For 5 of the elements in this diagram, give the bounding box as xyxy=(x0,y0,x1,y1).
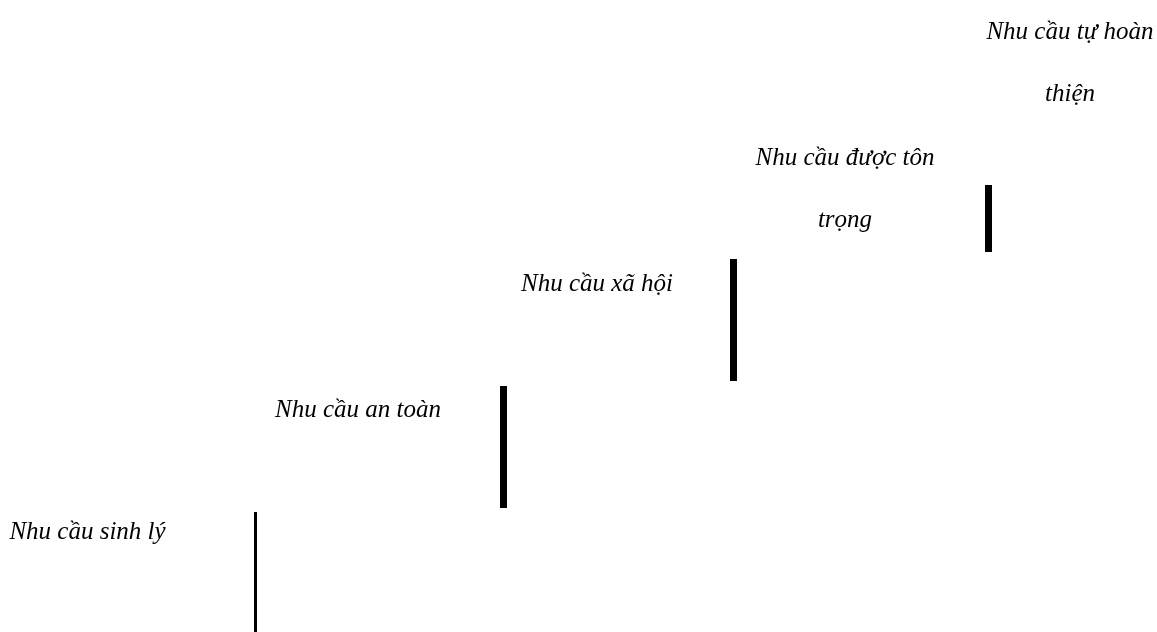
level-label: Nhu cầu sinh lý xyxy=(8,516,167,546)
level-label: Nhu cầu tự hoàn thiện xyxy=(985,16,1155,108)
level-label: Nhu cầu an toàn xyxy=(274,394,442,424)
level-label: Nhu cầu được tôn trọng xyxy=(754,142,936,234)
level-label: Nhu cầu xã hội xyxy=(519,268,675,298)
